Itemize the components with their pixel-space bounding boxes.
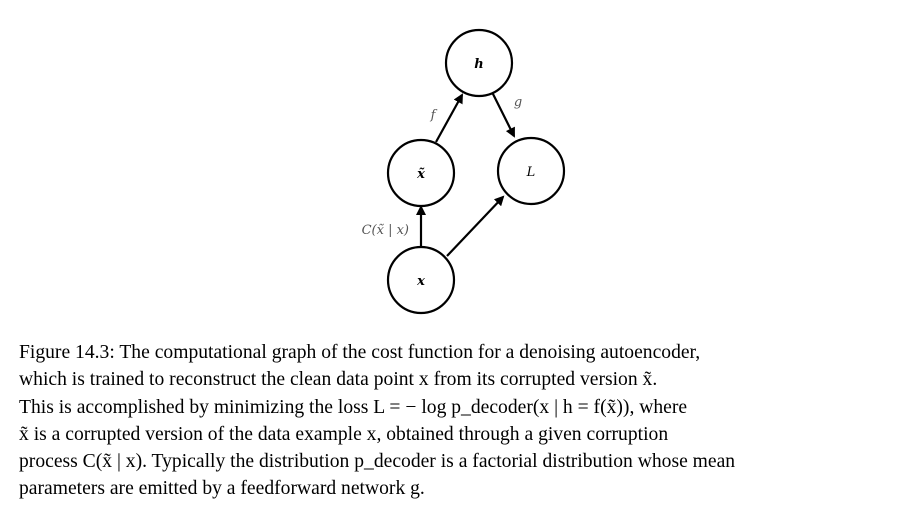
node-loss-label: L	[526, 165, 536, 180]
node-x-label: x	[416, 274, 425, 289]
caption-line-5: process C(x̃ | x). Typically the distrib…	[19, 451, 736, 473]
node-x-tilde-label: x̃	[416, 167, 425, 182]
edge-label-g: g	[514, 95, 522, 110]
caption-line-4: x̃ is a corrupted version of the data ex…	[19, 423, 669, 445]
node-h-label: h	[474, 57, 483, 72]
figure-caption: Figure 14.3: The computational graph of …	[19, 339, 895, 503]
edge-g	[491, 91, 515, 138]
caption-line-6: parameters are emitted by a feedforward …	[19, 478, 425, 500]
caption-figure-label: Figure 14.3:	[19, 342, 115, 363]
edge-label-corruption: C(x̃ | x)	[362, 223, 409, 238]
caption-line-2: which is trained to reconstruct the clea…	[19, 369, 658, 391]
caption-line-1: The computational graph of the cost func…	[119, 342, 701, 363]
node-x: x	[386, 245, 456, 315]
caption-line-3: This is accomplished by minimizing the l…	[19, 396, 688, 418]
node-x-tilde: x̃	[386, 138, 456, 208]
edge-f	[435, 93, 463, 143]
node-h: h	[444, 28, 514, 98]
edge-label-f: f	[430, 108, 438, 123]
edge-x-to-loss	[446, 195, 505, 257]
caption-line: Figure 14.3: The computational graph of …	[19, 339, 895, 366]
computational-graph: h L x̃ x f g C(x̃ | x)	[362, 28, 566, 315]
node-loss: L	[496, 136, 566, 206]
